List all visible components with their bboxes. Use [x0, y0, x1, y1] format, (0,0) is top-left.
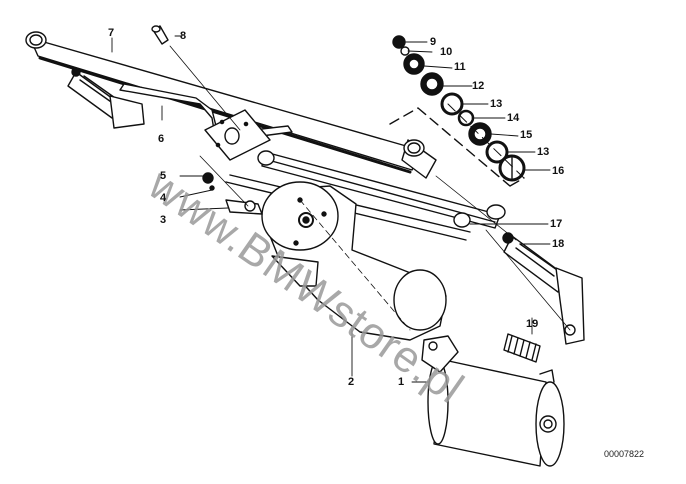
callout-1: 1 [398, 376, 405, 388]
left-pivot [67, 67, 145, 129]
callout-4: 4 [160, 192, 167, 204]
callout-10: 10 [440, 46, 453, 58]
callout-3: 3 [160, 214, 167, 226]
callout-2: 2 [348, 376, 355, 388]
callout-14: 14 [507, 112, 520, 124]
callout-18: 18 [552, 238, 565, 250]
callout-16: 16 [552, 165, 565, 177]
bracket-assembly [119, 83, 293, 161]
helper-lines [169, 45, 571, 331]
small-fittings [151, 25, 263, 215]
callout-12: 12 [472, 80, 485, 92]
callout-7: 7 [108, 27, 115, 39]
wiper-motor [421, 335, 565, 467]
callout-6: 6 [158, 133, 165, 145]
spring-part [503, 333, 541, 363]
leader-lines [111, 35, 551, 383]
callout-13b: 13 [537, 146, 550, 158]
callout-15: 15 [520, 129, 533, 141]
callout-9: 9 [430, 36, 437, 48]
motor-cover [261, 181, 447, 341]
callout-13a: 13 [490, 98, 503, 110]
right-pivot [502, 232, 585, 345]
callout-19: 19 [526, 318, 539, 330]
callout-5: 5 [160, 170, 167, 182]
callout-17: 17 [550, 218, 563, 230]
callout-8: 8 [180, 30, 187, 42]
catalog-code: 00007822 [604, 449, 645, 459]
wiper-frame-bar [25, 31, 437, 179]
callout-11: 11 [454, 61, 466, 73]
